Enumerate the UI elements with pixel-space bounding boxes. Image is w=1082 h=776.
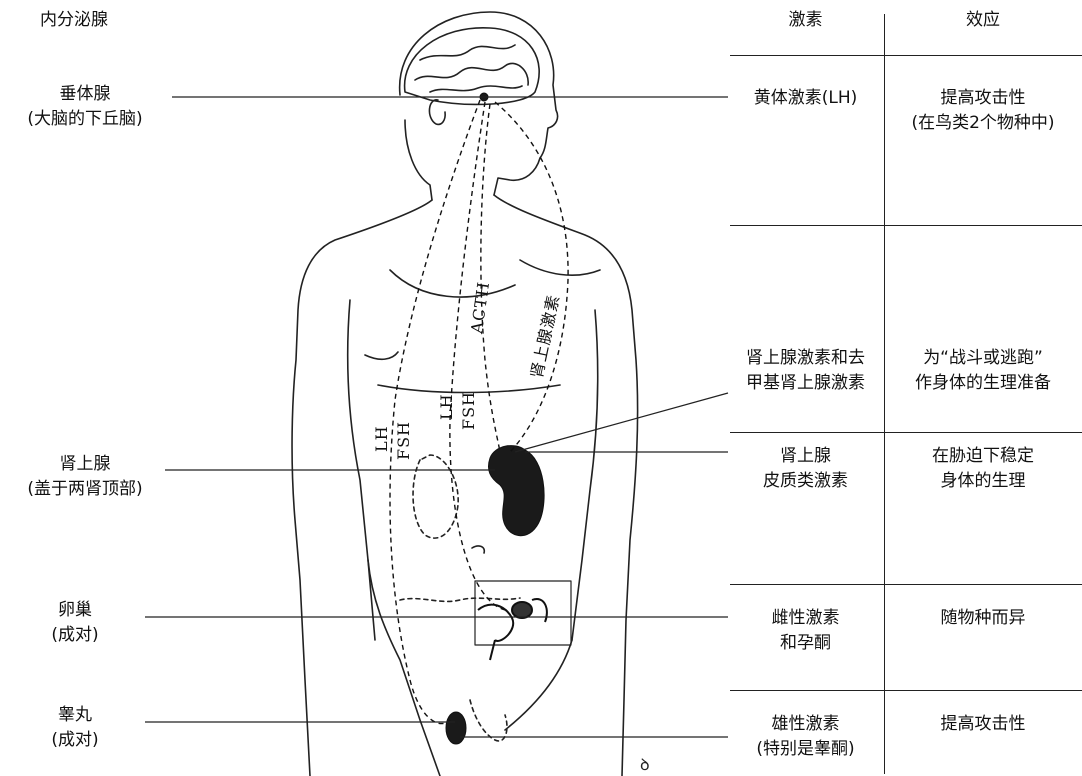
fsh-label-b: FSH (459, 391, 478, 430)
gland-sub: (盖于两肾顶部) (0, 477, 170, 502)
adrenal-gland-icon (488, 446, 544, 536)
row-rule (730, 225, 1082, 226)
table-divider (884, 14, 885, 774)
gland-testis: 睾丸 (成对) (0, 703, 160, 753)
hormone-adrenaline: 肾上腺激素和去 甲基肾上腺激素 (728, 346, 883, 396)
row-rule (730, 584, 1082, 585)
hormone-estrogen: 雌性激素 和孕酮 (728, 606, 883, 656)
row-rule (730, 55, 1082, 56)
effect-estrogen: 随物种而异 (888, 606, 1078, 631)
gland-label: 卵巢 (0, 598, 160, 623)
header-hormone: 激素 (728, 8, 883, 33)
row-rule (730, 432, 1082, 433)
row-rule (730, 690, 1082, 691)
header-endocrine: 内分泌腺 (40, 8, 108, 32)
gland-sub: (成对) (0, 623, 160, 648)
gland-sub: (大脑的下丘脑) (0, 107, 170, 132)
gland-adrenal: 肾上腺 (盖于两肾顶部) (0, 452, 170, 502)
lh-label-a: LH (372, 425, 391, 452)
hormone-corticosteroid: 肾上腺 皮质类激素 (728, 444, 883, 494)
effect-adrenaline: 为“战斗或逃跑” 作身体的生理准备 (888, 346, 1078, 396)
gland-sub: (成对) (0, 728, 160, 753)
testis-icon (446, 712, 466, 744)
uterus-ovary-icon (478, 599, 547, 660)
hormone-lh: 黄体激素(LH) (728, 86, 883, 111)
gland-label: 垂体腺 (0, 82, 170, 107)
lh-label-b: LH (437, 393, 456, 420)
gland-label: 肾上腺 (0, 452, 170, 477)
effect-corticosteroid: 在胁迫下稳定 身体的生理 (888, 444, 1078, 494)
gland-pituitary: 垂体腺 (大脑的下丘脑) (0, 82, 170, 132)
gland-label: 睾丸 (0, 703, 160, 728)
header-effect: 效应 (888, 8, 1078, 33)
fsh-label-a: FSH (394, 421, 413, 460)
gland-ovary: 卵巢 (成对) (0, 598, 160, 648)
effect-lh: 提高攻击性 (在鸟类2个物种中) (888, 86, 1078, 136)
effect-androgen: 提高攻击性 (888, 712, 1078, 737)
svg-text:ꝺ: ꝺ (640, 755, 650, 774)
hormone-androgen: 雄性激素 (特别是睾酮) (728, 712, 883, 762)
